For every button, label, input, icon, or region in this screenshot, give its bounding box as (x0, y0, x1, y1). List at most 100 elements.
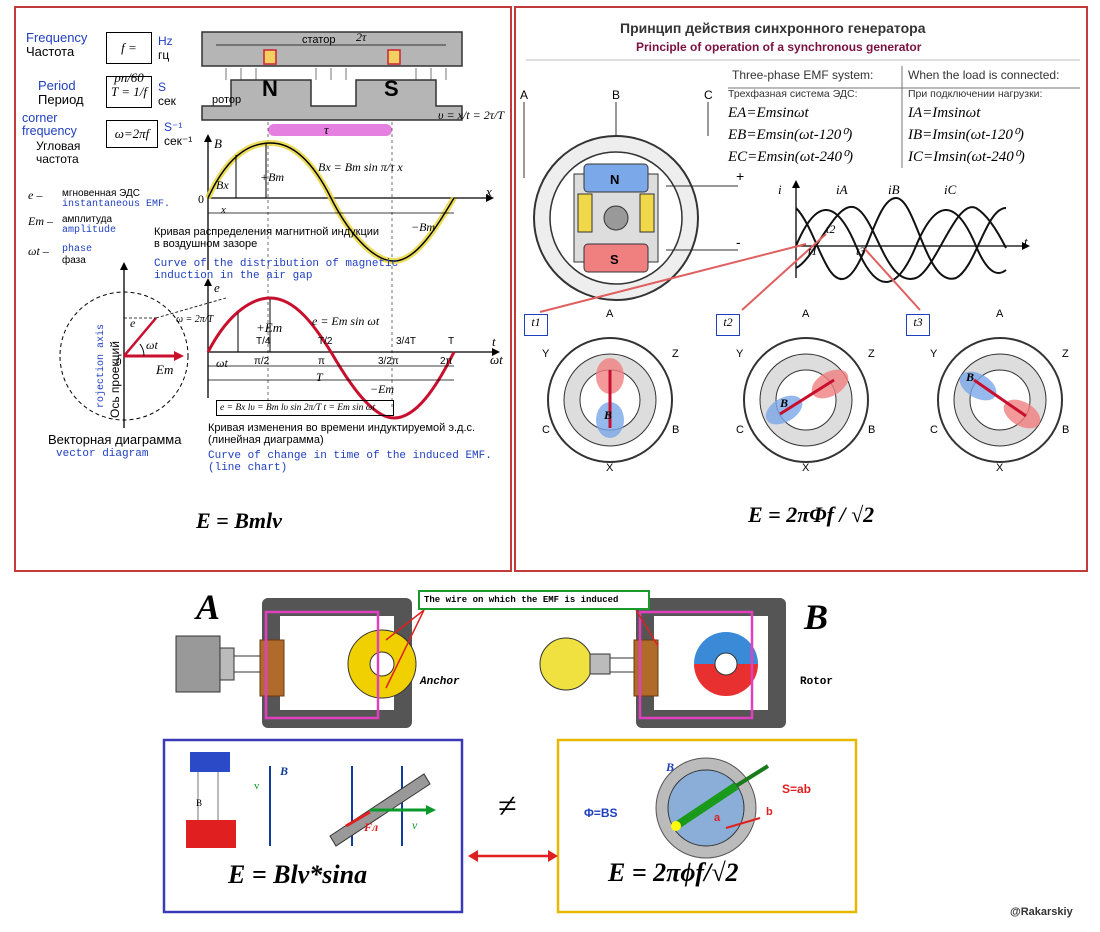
curve1-eq: Bx = Bm sin π/τ x (318, 160, 403, 174)
r2-c: C (736, 424, 744, 436)
core-a (262, 598, 412, 728)
right-formula: E = 2πΦf / √2 (748, 502, 875, 527)
emf-ru: Трехфазная система ЭДС: (728, 88, 858, 100)
tick-w3: 3/2π (378, 356, 399, 367)
vector-axis-en: rojection axis (96, 323, 107, 408)
tick-t4: T (448, 336, 455, 347)
air-gap-flux (225, 68, 447, 80)
induction-curve (207, 142, 455, 262)
r1-b: B (672, 424, 680, 436)
tag-t1: t1 (524, 314, 548, 336)
curve1-en: Curve of the distribution of magnetic in… (154, 258, 399, 282)
curve1-axis-x: x (486, 184, 492, 199)
r3-vec: B (966, 370, 975, 384)
curve2-T: T (316, 370, 323, 384)
r2-vec: B (780, 396, 789, 410)
tick-t2: T/2 (318, 336, 333, 347)
emf-en: Three-phase EMF system: (732, 68, 874, 82)
wire-note: The wire on which the EMF is induced (418, 590, 650, 610)
left-box-b: B (280, 764, 289, 778)
rotor-south (583, 243, 649, 273)
core-b (636, 598, 786, 728)
label-b: B (804, 597, 829, 637)
rotor-state-2 (743, 337, 869, 463)
r2-z: Z (868, 348, 875, 360)
freq-unit-ru: гц (158, 48, 170, 62)
right-panel: Принцип действия синхронного генератора … (514, 6, 1088, 572)
period-en: Period (38, 78, 76, 93)
r2-b: B (868, 424, 876, 436)
right-title-en: Principle of operation of a synchronous … (636, 40, 922, 54)
r1-vec: B (604, 408, 613, 422)
wave-b (795, 196, 1007, 281)
curve2-box: e = Bx lυ = Bm lυ sin 2π/T t = Em sin ωt (216, 400, 394, 416)
right-box-b: B (666, 760, 675, 774)
curve1-axis-b: B (214, 136, 222, 151)
pole-n: N (262, 76, 278, 101)
wave-t: t (1024, 234, 1028, 249)
r1-c: C (542, 424, 550, 436)
r3-b: B (1062, 424, 1070, 436)
curve2-axis-e: e (214, 280, 220, 295)
tag-t3: t3 (906, 314, 930, 336)
freq-unit-en: Hz (158, 34, 173, 48)
plus-terminal: + (736, 168, 745, 184)
r1-x: X (606, 462, 614, 474)
left-box-formula: E = Blv*sina (228, 860, 368, 889)
tick-w1: π/2 (254, 356, 270, 367)
right-box-a: a (714, 812, 721, 824)
rotor-state-3 (937, 337, 1063, 463)
stator-body (201, 31, 463, 67)
wave-ia: iA (836, 182, 848, 197)
right-panel-drawing (523, 59, 1080, 463)
rotor-label-b: Rotor (800, 676, 834, 688)
vector-origin: 0 (116, 356, 122, 368)
r3-a: A (996, 308, 1004, 320)
credit: @Rakarskiy (1010, 906, 1073, 918)
right-title-ru: Принцип действия синхронного генератора (620, 20, 926, 36)
corner-unit-en: S⁻¹ (164, 120, 183, 134)
right-box-bb: b (766, 806, 773, 818)
curve2-em: +Em (256, 320, 283, 335)
freq-formula: f = pn/60 (106, 32, 152, 85)
rotor-north (583, 163, 649, 193)
curve1-ru: Кривая распределения магнитной индукции … (154, 226, 380, 250)
r1-a: A (606, 308, 614, 320)
period-ru: Период (38, 92, 84, 107)
rotor-body (201, 79, 463, 121)
freq-ru: Частота (26, 44, 75, 59)
curve2-axis-wt: ωt (490, 352, 503, 367)
corner-unit-ru: сек⁻¹ (164, 134, 193, 148)
label-a: A (196, 587, 221, 627)
rotor-label: ротор (212, 94, 242, 106)
r3-c: C (930, 424, 938, 436)
r3-x: X (996, 462, 1004, 474)
phase-b: B (612, 88, 621, 102)
vector-en: vector diagram (56, 448, 149, 460)
period-unit-ru: сек (158, 94, 176, 108)
load-en: When the load is connected: (908, 68, 1060, 82)
corner-freq-formula: ω=2πf (106, 120, 158, 148)
wave-i: i (778, 182, 782, 197)
gen-rotor-s: S (610, 252, 619, 267)
curve2-axis-t: t (492, 334, 496, 349)
anchor-label: Anchor (420, 676, 460, 688)
stator-slot-1 (263, 49, 277, 65)
vector-wt: ωt (146, 338, 158, 352)
curve1-origin: 0 (198, 192, 204, 206)
vector-em: Em (156, 362, 174, 377)
right-box-formula: E = 2πϕf/√2 (608, 858, 739, 887)
right-box-phi: Φ=BS (584, 806, 618, 820)
tick-t1: T/4 (256, 336, 271, 347)
left-box-b2: B (196, 798, 203, 808)
curve1-bm: +Bm (260, 170, 285, 184)
corner-freq-ru: Угловая частота (36, 139, 81, 166)
gen-rotor-n: N (610, 172, 620, 187)
curve1-bx: Bx (216, 178, 229, 192)
emf-curve (206, 296, 456, 420)
vector-axis-ru: Ось проекций (108, 341, 122, 418)
curve2-en: Curve of change in time of the induced E… (208, 450, 492, 474)
curve2-neg-em: −Em (370, 382, 395, 396)
